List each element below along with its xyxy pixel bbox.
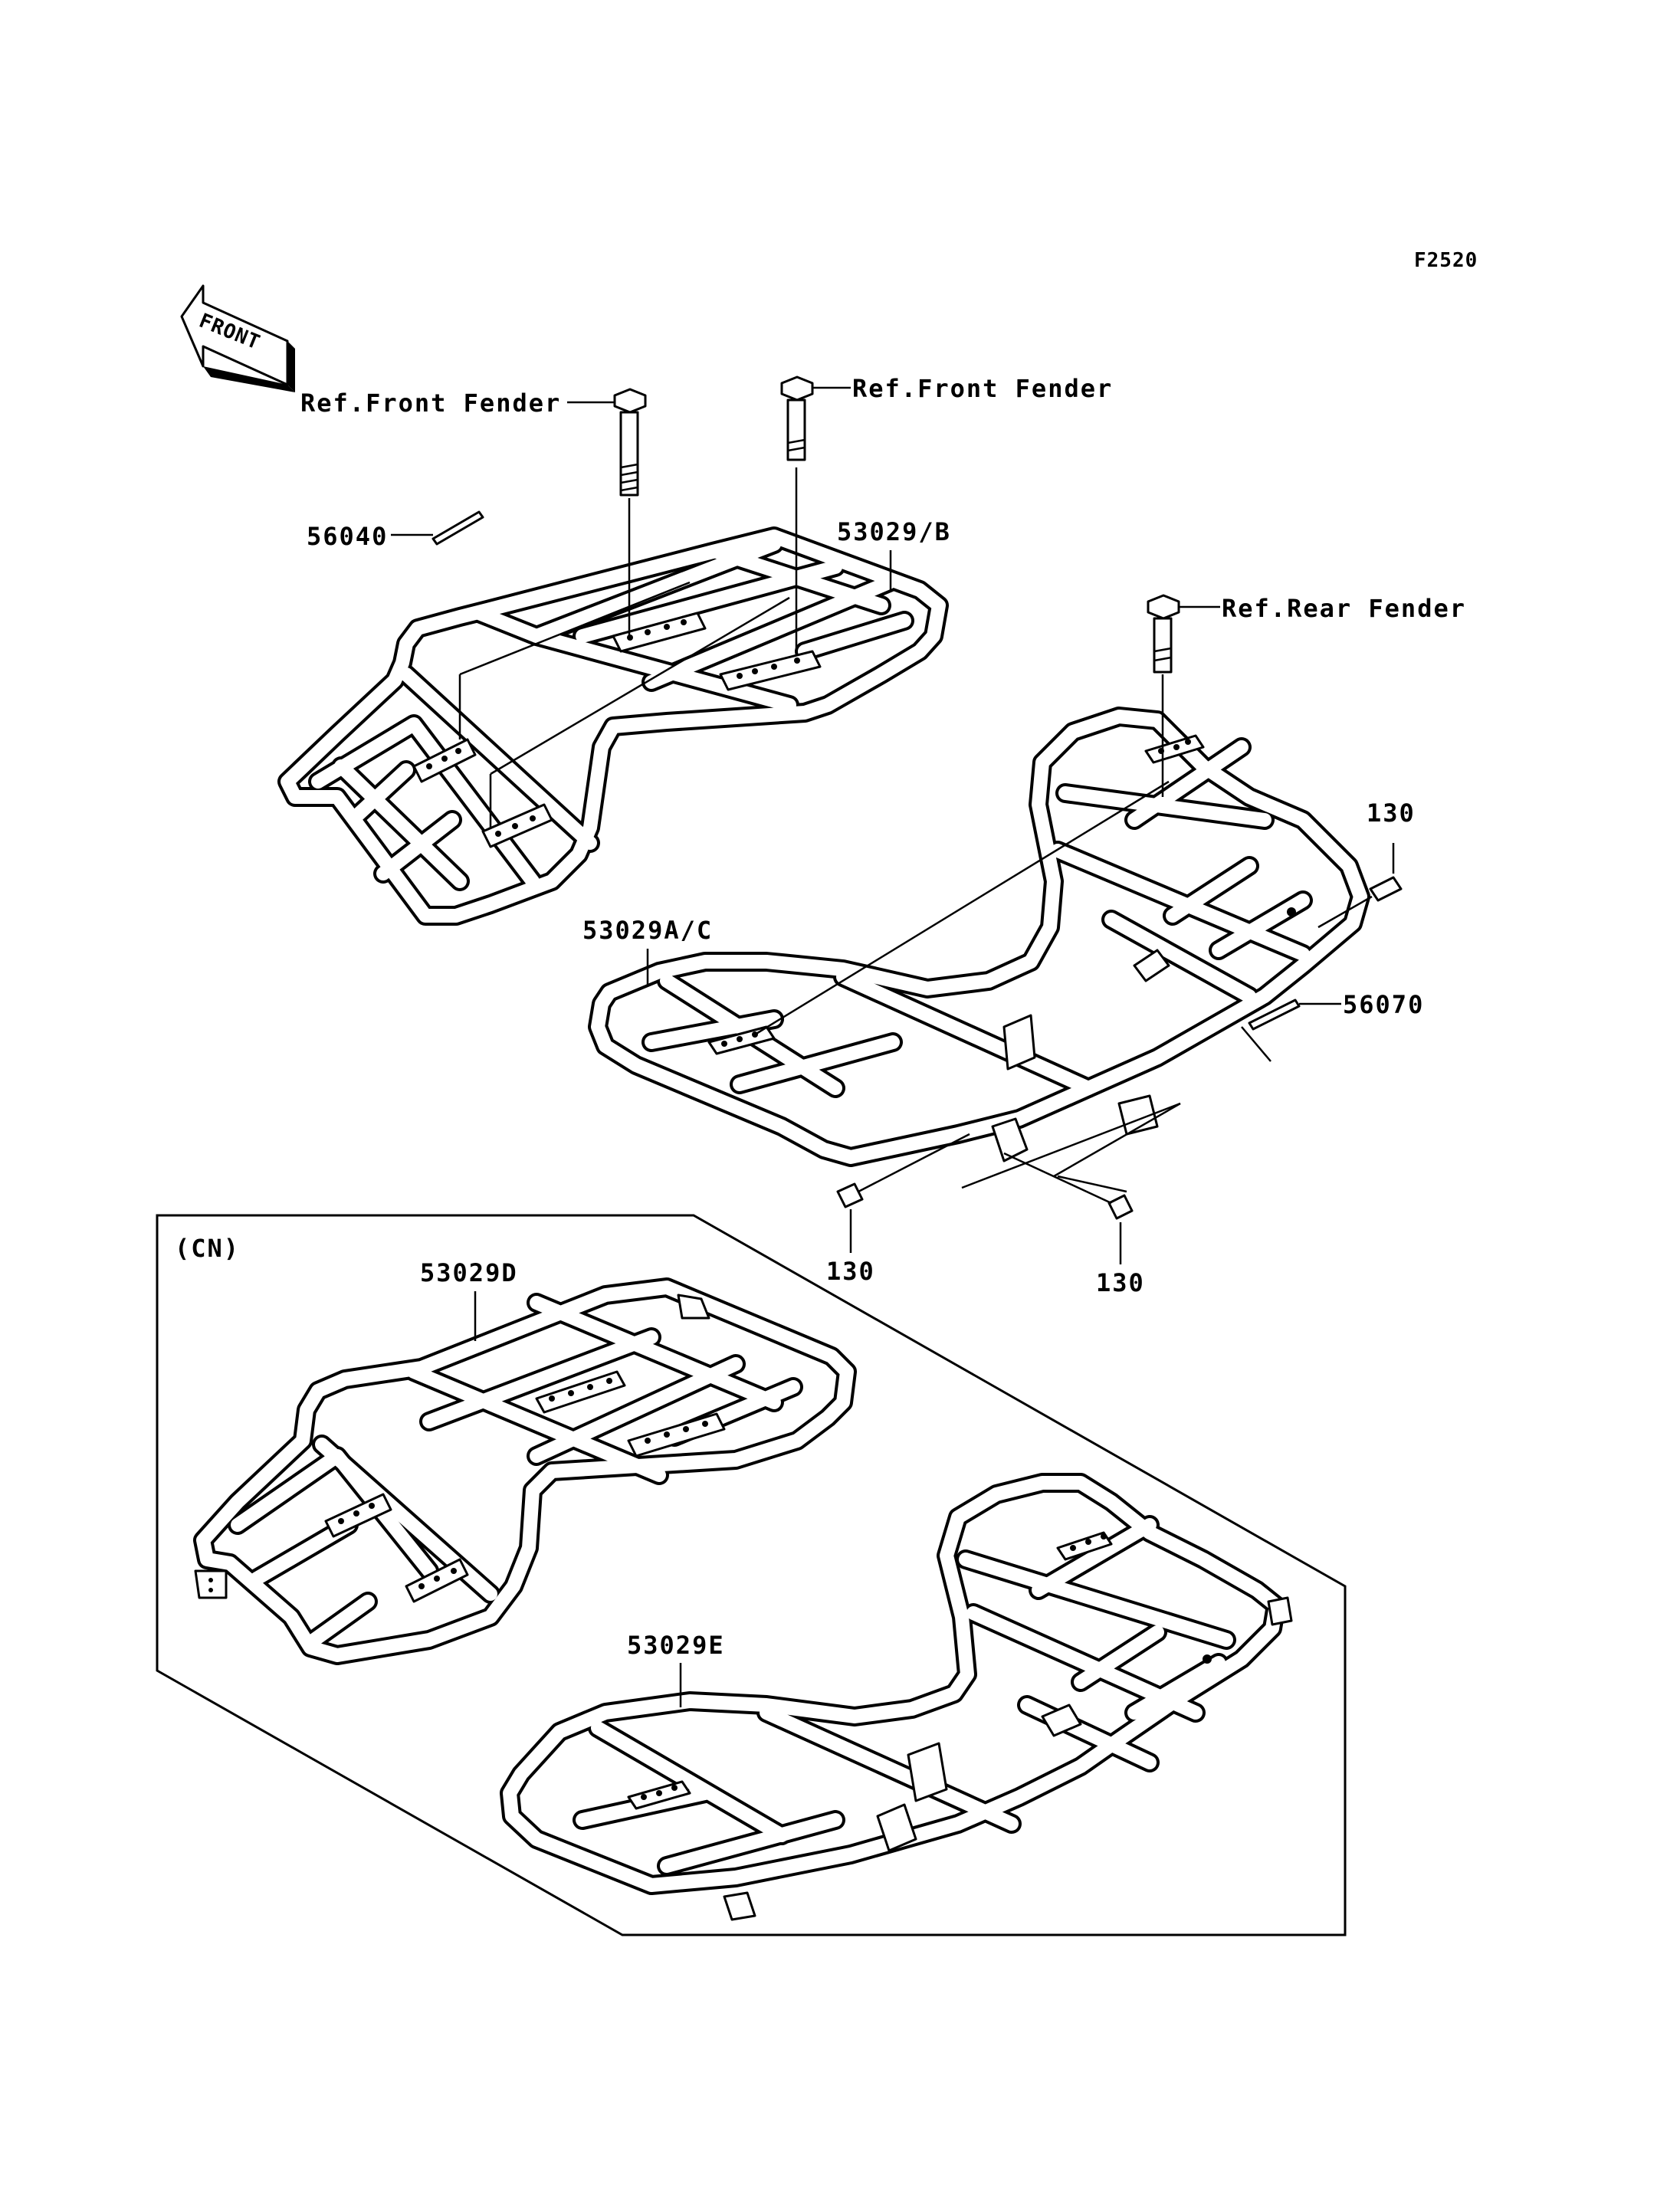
cn-label: (CN)	[175, 1234, 240, 1263]
callout-53029d: 53029D	[420, 1258, 518, 1287]
cn-rear-carrier	[500, 1473, 1293, 1921]
rear-carrier	[588, 707, 1370, 1193]
bolt-130-left: 130	[826, 1133, 970, 1286]
figure-code: F2520	[1414, 249, 1478, 272]
cn-variant-box: (CN)	[156, 1214, 1347, 1936]
label-56070: 56070	[1241, 990, 1424, 1062]
svg-text:130: 130	[1367, 798, 1416, 828]
callout-53029e: 53029E	[627, 1631, 725, 1660]
front-fender-bolt-right	[780, 375, 814, 651]
callout-ref-rear-fender: Ref.Rear Fender	[1222, 594, 1466, 623]
callout-53029b: 53029/B	[837, 517, 951, 546]
cn-front-carrier	[193, 1277, 857, 1665]
svg-text:130: 130	[1096, 1268, 1145, 1297]
callout-ref-front-fender-left: Ref.Front Fender	[300, 389, 561, 418]
rear-fender-bolt	[1147, 594, 1220, 797]
svg-text:56040: 56040	[307, 522, 388, 551]
callout-53029ac: 53029A/C	[582, 916, 713, 945]
svg-text:56070: 56070	[1343, 990, 1424, 1019]
front-fender-bolt-left	[613, 388, 647, 636]
bolt-130-bottom: 130	[1003, 1152, 1145, 1297]
callout-ref-front-fender-right: Ref.Front Fender	[852, 374, 1113, 403]
front-arrow-icon: FRONT	[180, 284, 295, 392]
svg-text:130: 130	[826, 1257, 875, 1286]
label-56040: 56040	[307, 510, 484, 551]
front-carrier	[277, 526, 949, 926]
bolt-130-right: 130	[1317, 798, 1416, 929]
